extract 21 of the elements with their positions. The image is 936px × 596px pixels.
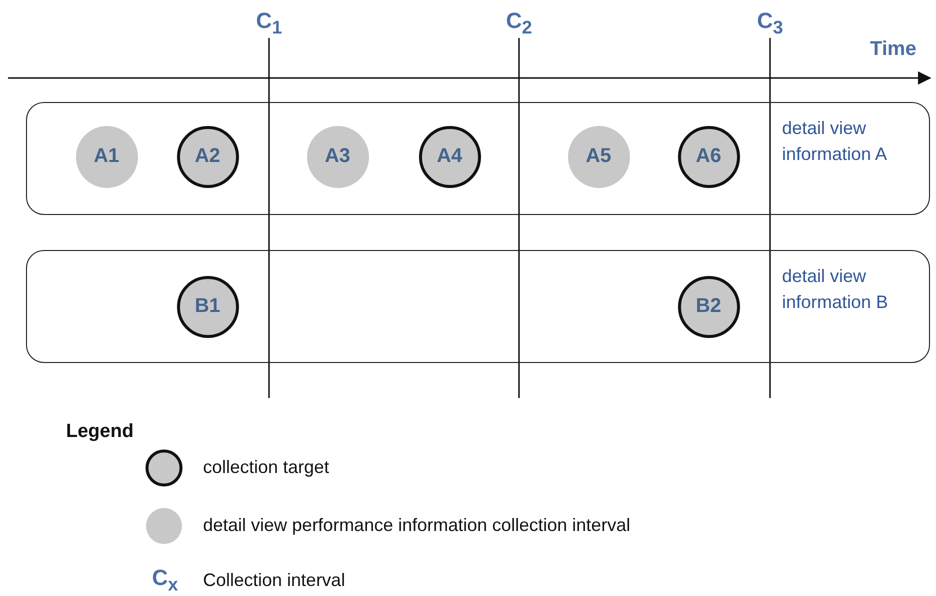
interval-label: C$_{2}$ (506, 8, 532, 38)
legend-symbol: C$_{x}$ (152, 565, 178, 596)
interval-circle: A1 (76, 126, 138, 188)
target-circle: B1 (176, 276, 238, 338)
legend-text: detail view performance information collection interval (203, 515, 630, 536)
target-circle: A6 (678, 126, 740, 188)
target-circle: B2 (678, 276, 740, 338)
row-label: detail view information B (782, 265, 890, 314)
legend-text: collection target (203, 457, 330, 478)
interval-label: C$_{1}$ (256, 8, 282, 38)
row-band (26, 102, 930, 215)
row-band (26, 250, 930, 363)
legend-text: Collection interval (203, 570, 346, 591)
row-label: detail view information A (782, 117, 888, 166)
target-circle: A4 (418, 126, 480, 188)
interval-circle: A5 (568, 126, 630, 188)
interval-label: C$_{3}$ (757, 8, 784, 38)
legend-title: Legend (66, 421, 134, 443)
target-circle: A2 (176, 126, 238, 188)
axis-label: Time (870, 38, 916, 61)
interval-circle: A3 (306, 126, 368, 188)
